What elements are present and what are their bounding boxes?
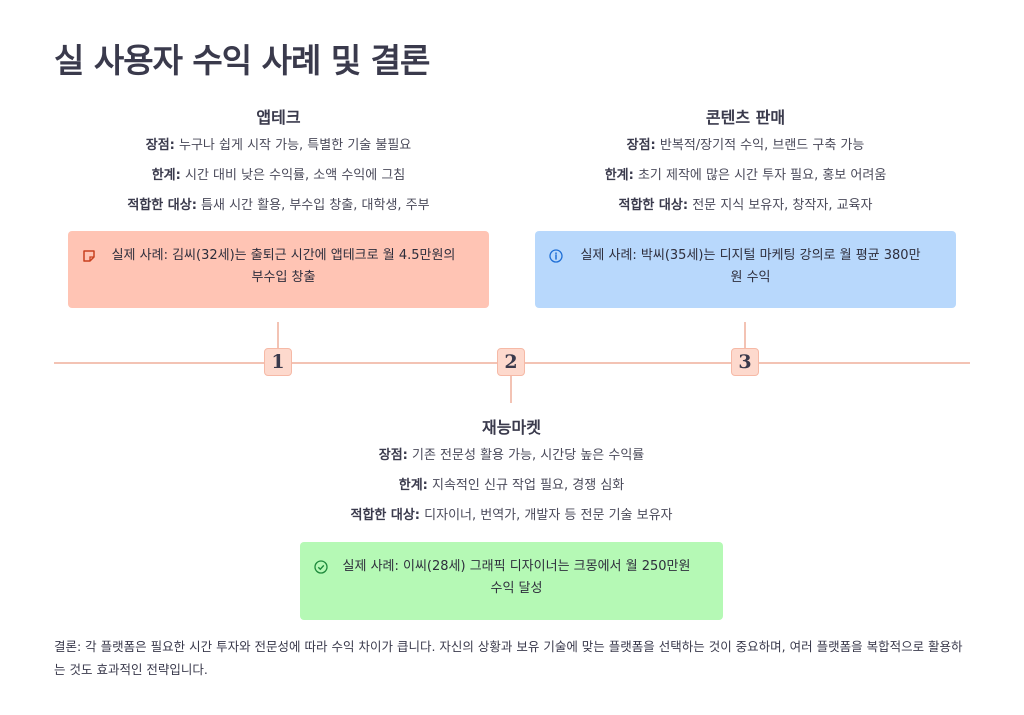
pros-text: 반복적/장기적 수익, 브랜드 구축 가능 bbox=[659, 138, 865, 153]
cons-text: 지속적인 신규 작업 필요, 경쟁 심화 bbox=[432, 478, 625, 493]
pros-label: 장점: bbox=[626, 138, 656, 153]
card-apptech: 앱테크 장점: 누구나 쉽게 시작 가능, 특별한 기술 불필요 한계: 시간 … bbox=[68, 104, 489, 227]
connector-2 bbox=[510, 376, 512, 403]
pros-label: 장점: bbox=[145, 138, 175, 153]
page-title: 실 사용자 수익 사례 및 결론 bbox=[54, 41, 430, 80]
pros-text: 기존 전문성 활용 가능, 시간당 높은 수익률 bbox=[412, 448, 645, 463]
card-talent-market: 재능마켓 장점: 기존 전문성 활용 가능, 시간당 높은 수익률 한계: 지속… bbox=[300, 414, 723, 537]
cons-label: 한계: bbox=[151, 168, 181, 183]
pros-label: 장점: bbox=[378, 448, 408, 463]
conclusion-text: 결론: 각 플랫폼은 필요한 시간 투자와 전문성에 따라 수익 차이가 큽니다… bbox=[54, 639, 963, 677]
target-label: 적합한 대상: bbox=[127, 198, 197, 213]
card-content-sales: 콘텐츠 판매 장점: 반복적/장기적 수익, 브랜드 구축 가능 한계: 초기 … bbox=[535, 104, 956, 227]
target-label: 적합한 대상: bbox=[618, 198, 689, 213]
timeline-marker-1: 1 bbox=[264, 348, 292, 376]
case-box-content-sales: 실제 사례: 박씨(35세)는 디지털 마케팅 강의로 월 평균 380만원 수… bbox=[535, 231, 956, 308]
timeline-marker-2: 2 bbox=[497, 348, 525, 376]
timeline-marker-3: 3 bbox=[731, 348, 759, 376]
card-title: 콘텐츠 판매 bbox=[705, 108, 786, 127]
case-box-talent-market: 실제 사례: 이씨(28세) 그래픽 디자이너는 크몽에서 월 250만원 수익… bbox=[300, 542, 723, 620]
target-label: 적합한 대상: bbox=[350, 508, 421, 523]
note-icon bbox=[83, 250, 95, 262]
case-text: 실제 사례: 김씨(32세)는 출퇴근 시간에 앱테크로 월 4.5만원의 부수… bbox=[111, 248, 456, 285]
connector-3 bbox=[744, 322, 746, 349]
cons-text: 시간 대비 낮은 수익률, 소액 수익에 그침 bbox=[184, 168, 406, 183]
card-title: 앱테크 bbox=[256, 108, 301, 127]
case-text: 실제 사례: 이씨(28세) 그래픽 디자이너는 크몽에서 월 250만원 수익… bbox=[342, 559, 691, 596]
pros-text: 누구나 쉽게 시작 가능, 특별한 기술 불필요 bbox=[179, 138, 412, 153]
cons-label: 한계: bbox=[604, 168, 634, 183]
card-title: 재능마켓 bbox=[482, 418, 541, 437]
case-box-apptech: 실제 사례: 김씨(32세)는 출퇴근 시간에 앱테크로 월 4.5만원의 부수… bbox=[68, 231, 489, 308]
info-icon bbox=[549, 249, 563, 263]
check-circle-icon bbox=[314, 560, 328, 574]
cons-text: 초기 제작에 많은 시간 투자 필요, 홍보 어려움 bbox=[637, 168, 887, 183]
connector-1 bbox=[277, 322, 279, 349]
target-text: 디자이너, 번역가, 개발자 등 전문 기술 보유자 bbox=[424, 508, 673, 523]
cons-label: 한계: bbox=[398, 478, 428, 493]
case-text: 실제 사례: 박씨(35세)는 디지털 마케팅 강의로 월 평균 380만원 수… bbox=[580, 248, 921, 285]
target-text: 전문 지식 보유자, 창작자, 교육자 bbox=[692, 198, 873, 213]
target-text: 틈새 시간 활용, 부수입 창출, 대학생, 주부 bbox=[201, 198, 430, 213]
